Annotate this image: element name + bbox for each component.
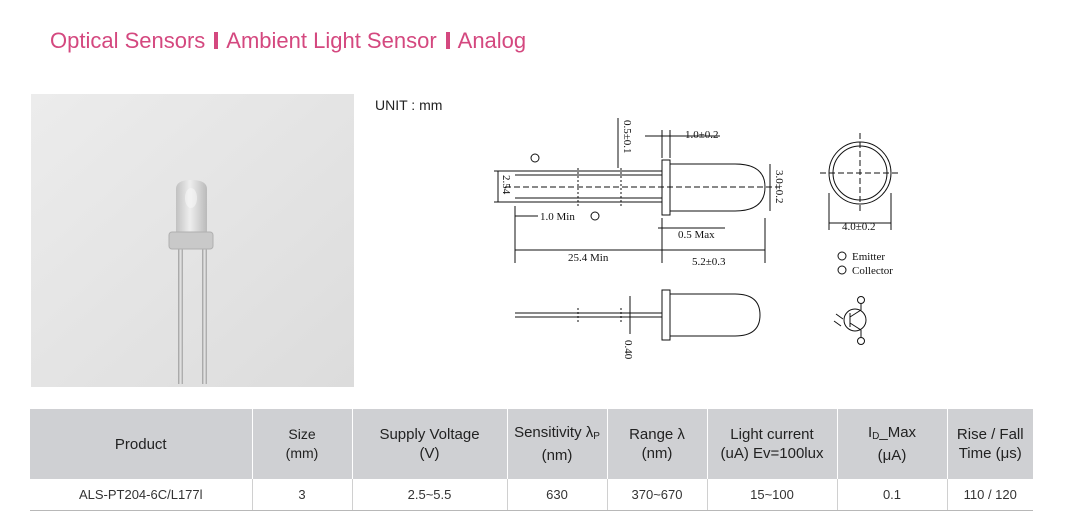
dim-flange-diameter: 4.0±0.2 — [842, 221, 876, 233]
header-product: Product — [30, 409, 253, 479]
header-size: Size(mm) — [252, 409, 353, 479]
pin1-label: Emitter — [852, 251, 885, 263]
spec-table: Product Size(mm) Supply Voltage(V) Sensi… — [30, 409, 1033, 511]
pin2-legend-icon — [837, 265, 847, 275]
pin1-legend-icon — [837, 251, 847, 261]
spec-table-header-row: Product Size(mm) Supply Voltage(V) Sensi… — [30, 409, 1033, 479]
breadcrumb-ambient-light-sensor: Ambient Light Sensor — [226, 28, 437, 53]
header-light-current: Light current(uA) Ev=100lux — [707, 409, 838, 479]
cell-size: 3 — [252, 479, 353, 511]
cell-product: ALS-PT204-6C/L177l — [30, 479, 253, 511]
breadcrumb-optical-sensors: Optical Sensors — [50, 28, 206, 53]
header-supply-voltage: Supply Voltage(V) — [352, 409, 508, 479]
dim-pitch: 2.54 — [500, 175, 512, 195]
header-sensitivity: Sensitivity λP(nm) — [507, 409, 608, 479]
lens-outline — [670, 163, 766, 212]
header-range: Range λ(nm) — [607, 409, 708, 479]
breadcrumb-separator — [214, 32, 219, 49]
dim-flange: 1.0±0.2 — [685, 129, 719, 141]
phototransistor-symbol-icon — [833, 296, 867, 345]
cell-sensitivity: 630 — [507, 479, 608, 511]
cell-id-max: 0.1 — [837, 479, 948, 511]
cell-range: 370~670 — [607, 479, 708, 511]
dim-lens-diameter: 3.0±0.2 — [773, 170, 785, 204]
breadcrumb-analog: Analog — [457, 28, 527, 53]
dim-lead-width: 0.40 — [622, 340, 634, 360]
lens-outline-side — [670, 293, 761, 337]
table-row: ALS-PT204-6C/L177l 3 2.5~5.5 630 370~670… — [30, 479, 1033, 511]
led-photo-illustration — [31, 94, 354, 387]
flange-outline-side — [661, 289, 671, 341]
dim-lead-length: 25.4 Min — [568, 252, 609, 264]
product-photo — [31, 94, 354, 387]
dim-max: 0.5 Max — [678, 229, 715, 241]
dimension-drawing: 1.0±0.2 0.5±0.1 2.54 3.0±0.2 1.0 Min 0.5… — [480, 118, 940, 383]
dim-lead-thickness: 0.5±0.1 — [621, 120, 633, 154]
breadcrumb-separator — [445, 32, 450, 49]
dimension-drawing-svg: 1.0±0.2 0.5±0.1 2.54 3.0±0.2 1.0 Min 0.5… — [494, 118, 900, 360]
pin1-marker-icon — [530, 153, 540, 163]
header-id-max: ID_Max(μA) — [837, 409, 948, 479]
unit-label: UNIT : mm — [375, 97, 443, 113]
page-title: Optical Sensors Ambient Light Sensor Analo… — [50, 28, 526, 54]
cell-light-current: 15~100 — [707, 479, 838, 511]
pin2-label: Collector — [852, 265, 893, 277]
dim-lead-min: 1.0 Min — [540, 211, 575, 223]
cell-supply-voltage: 2.5~5.5 — [352, 479, 508, 511]
dim-body-length: 5.2±0.3 — [692, 256, 726, 268]
cell-rise-fall: 110 / 120 — [947, 479, 1033, 511]
pin2-marker-icon — [590, 211, 600, 221]
